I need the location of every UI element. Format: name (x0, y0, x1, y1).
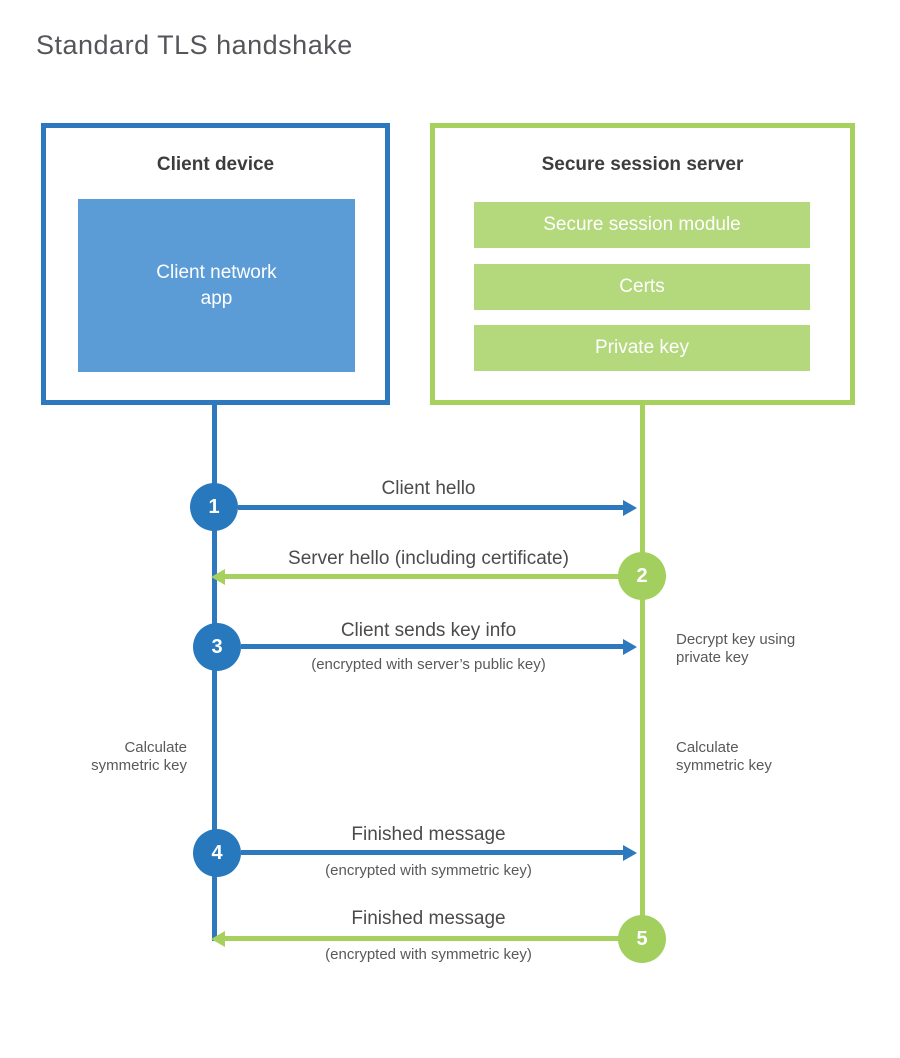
step2-arrow-left (211, 568, 620, 585)
step5-message-label: Finished message (351, 908, 506, 929)
step4-arrow-line (241, 850, 624, 855)
step3-arrow-right (241, 638, 637, 655)
client-device-box: Client device Client network app (41, 123, 390, 405)
step4-message-sublabel: (encrypted with symmetric key) (325, 862, 532, 879)
step4-arrowhead-icon (623, 844, 637, 861)
step4-arrow-right (241, 844, 637, 861)
step1-number: 1 (208, 495, 220, 518)
step5-arrow-left (211, 930, 620, 947)
server-module-label: Secure session module (543, 214, 741, 235)
secure-session-server-box: Secure session server Secure session mod… (430, 123, 855, 405)
decrypt-key-note: Decrypt key using private key (676, 631, 796, 666)
server-private-key-bar: Private key (474, 325, 810, 371)
calculate-symmetric-key-note-client: Calculate symmetric key (91, 739, 187, 774)
calculate-symmetric-key-note-server: Calculate symmetric key (676, 739, 772, 774)
step3-message-sublabel: (encrypted with server’s public key) (311, 656, 546, 673)
client-lifeline (212, 405, 217, 941)
step3-arrowhead-icon (623, 638, 637, 655)
step1-badge: 1 (190, 483, 238, 531)
step5-number: 5 (636, 927, 648, 950)
step1-arrowhead-icon (623, 499, 637, 516)
client-network-app-block: Client network app (78, 199, 355, 372)
step3-badge: 3 (193, 623, 241, 671)
step3-arrow-line (241, 644, 624, 649)
step2-message-label: Server hello (including certificate) (288, 548, 569, 569)
server-module-bar: Secure session module (474, 202, 810, 248)
step3-number: 3 (211, 635, 223, 658)
secure-session-server-title: Secure session server (541, 154, 744, 175)
step5-message-sublabel: (encrypted with symmetric key) (325, 946, 532, 963)
server-lifeline (640, 405, 645, 938)
step5-arrow-line (224, 936, 620, 941)
step5-arrowhead-icon (211, 930, 225, 947)
diagram-title: Standard TLS handshake (36, 30, 353, 60)
step2-arrow-line (224, 574, 620, 579)
server-certs-bar: Certs (474, 264, 810, 310)
step3-message-label: Client sends key info (340, 620, 517, 641)
step2-badge: 2 (618, 552, 666, 600)
step4-badge: 4 (193, 829, 241, 877)
client-network-app-label: Client network app (156, 261, 277, 309)
step2-arrowhead-icon (211, 568, 225, 585)
step1-arrow-line (238, 505, 624, 510)
step4-message-label: Finished message (351, 824, 506, 845)
server-certs-label: Certs (619, 276, 665, 297)
step1-arrow-right (238, 499, 637, 516)
step1-message-label: Client hello (381, 478, 476, 499)
step4-number: 4 (211, 841, 223, 864)
step5-badge: 5 (618, 915, 666, 963)
step2-number: 2 (636, 564, 648, 587)
client-device-title: Client device (156, 154, 275, 175)
server-private-key-label: Private key (595, 337, 689, 358)
